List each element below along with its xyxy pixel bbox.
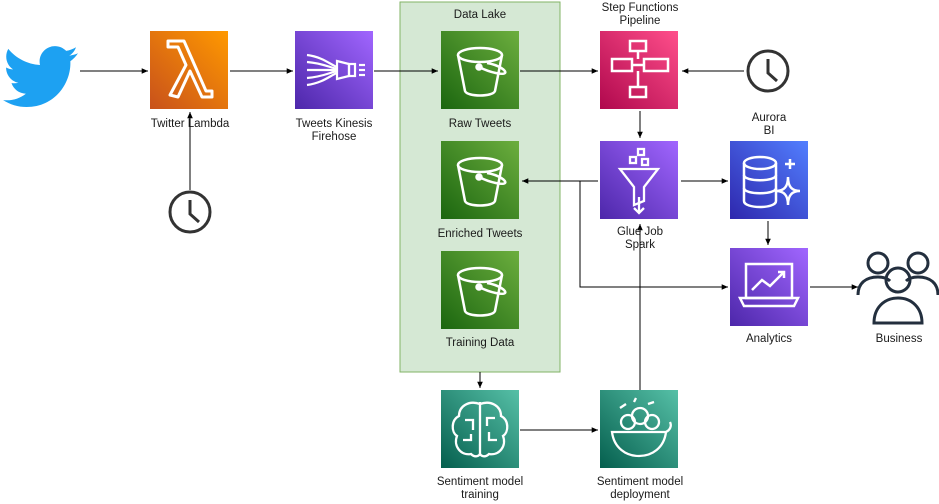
kinesis-firehose-node[interactable] xyxy=(295,31,373,109)
firehose-icon xyxy=(306,53,365,87)
enriched-tweets-node[interactable] xyxy=(441,141,519,219)
sentiment-deployment-label: Sentiment model deployment xyxy=(597,476,683,502)
step-functions-label: Step Functions Pipeline xyxy=(602,2,679,28)
step-functions-label-line1: Step Functions xyxy=(601,2,679,14)
sentiment-deployment-label-line2: deployment xyxy=(610,489,670,501)
glue-job-node[interactable] xyxy=(600,141,678,219)
step-functions-label-line2: Pipeline xyxy=(619,15,661,27)
aurora-label-line1: Aurora xyxy=(751,112,787,124)
enriched-tweets-label: Enriched Tweets xyxy=(437,228,523,240)
clock-icon xyxy=(746,49,790,93)
aurora-label: Aurora BI xyxy=(752,112,787,138)
step-functions-icon xyxy=(610,39,670,99)
sentiment-deployment-label-line1: Sentiment model xyxy=(596,476,684,488)
sentiment-training-label-line1: Sentiment model xyxy=(436,476,524,488)
glue-job-label-line2: Spark xyxy=(624,239,656,251)
sentiment-training-node[interactable] xyxy=(441,390,519,468)
twitter-lambda-label: Twitter Lambda xyxy=(150,118,230,130)
analytics-icon xyxy=(737,262,801,308)
analytics-label: Analytics xyxy=(745,333,793,345)
sentiment-training-label-line2: training xyxy=(461,489,499,501)
training-data-node[interactable] xyxy=(441,251,519,329)
twitter-lambda-node[interactable] xyxy=(150,31,228,109)
s3-bucket-icon xyxy=(456,266,507,317)
lambda-icon xyxy=(166,39,214,99)
data-lake-title: Data Lake xyxy=(453,9,507,21)
users-icon xyxy=(856,251,939,325)
s3-bucket-icon xyxy=(456,46,507,97)
aurora-node[interactable] xyxy=(730,141,808,219)
kinesis-firehose-label-line1: Tweets Kinesis xyxy=(295,118,373,130)
sentiment-deployment-node[interactable] xyxy=(600,390,678,468)
aurora-label-line2: BI xyxy=(763,125,775,137)
glue-job-label: Glue Job Spark xyxy=(617,226,663,252)
deployment-icon xyxy=(610,397,672,458)
edges xyxy=(80,68,858,433)
raw-tweets-label: Raw Tweets xyxy=(448,118,512,130)
raw-tweets-node[interactable] xyxy=(441,31,519,109)
glue-icon xyxy=(617,147,661,215)
kinesis-firehose-label: Tweets Kinesis Firehose xyxy=(296,118,373,144)
training-data-label: Training Data xyxy=(445,337,515,349)
edge-glue-to-analytics xyxy=(579,181,728,290)
analytics-node[interactable] xyxy=(730,248,808,326)
glue-job-label-line1: Glue Job xyxy=(616,226,664,238)
clock-icon xyxy=(168,190,212,234)
sentiment-training-label: Sentiment model training xyxy=(437,476,523,502)
s3-bucket-icon xyxy=(456,156,507,207)
kinesis-firehose-label-line2: Firehose xyxy=(311,131,357,143)
sagemaker-icon xyxy=(451,401,509,458)
twitter-bird-icon xyxy=(3,46,79,107)
step-functions-node[interactable] xyxy=(600,31,678,109)
business-label: Business xyxy=(875,333,923,345)
aurora-icon xyxy=(742,155,801,209)
